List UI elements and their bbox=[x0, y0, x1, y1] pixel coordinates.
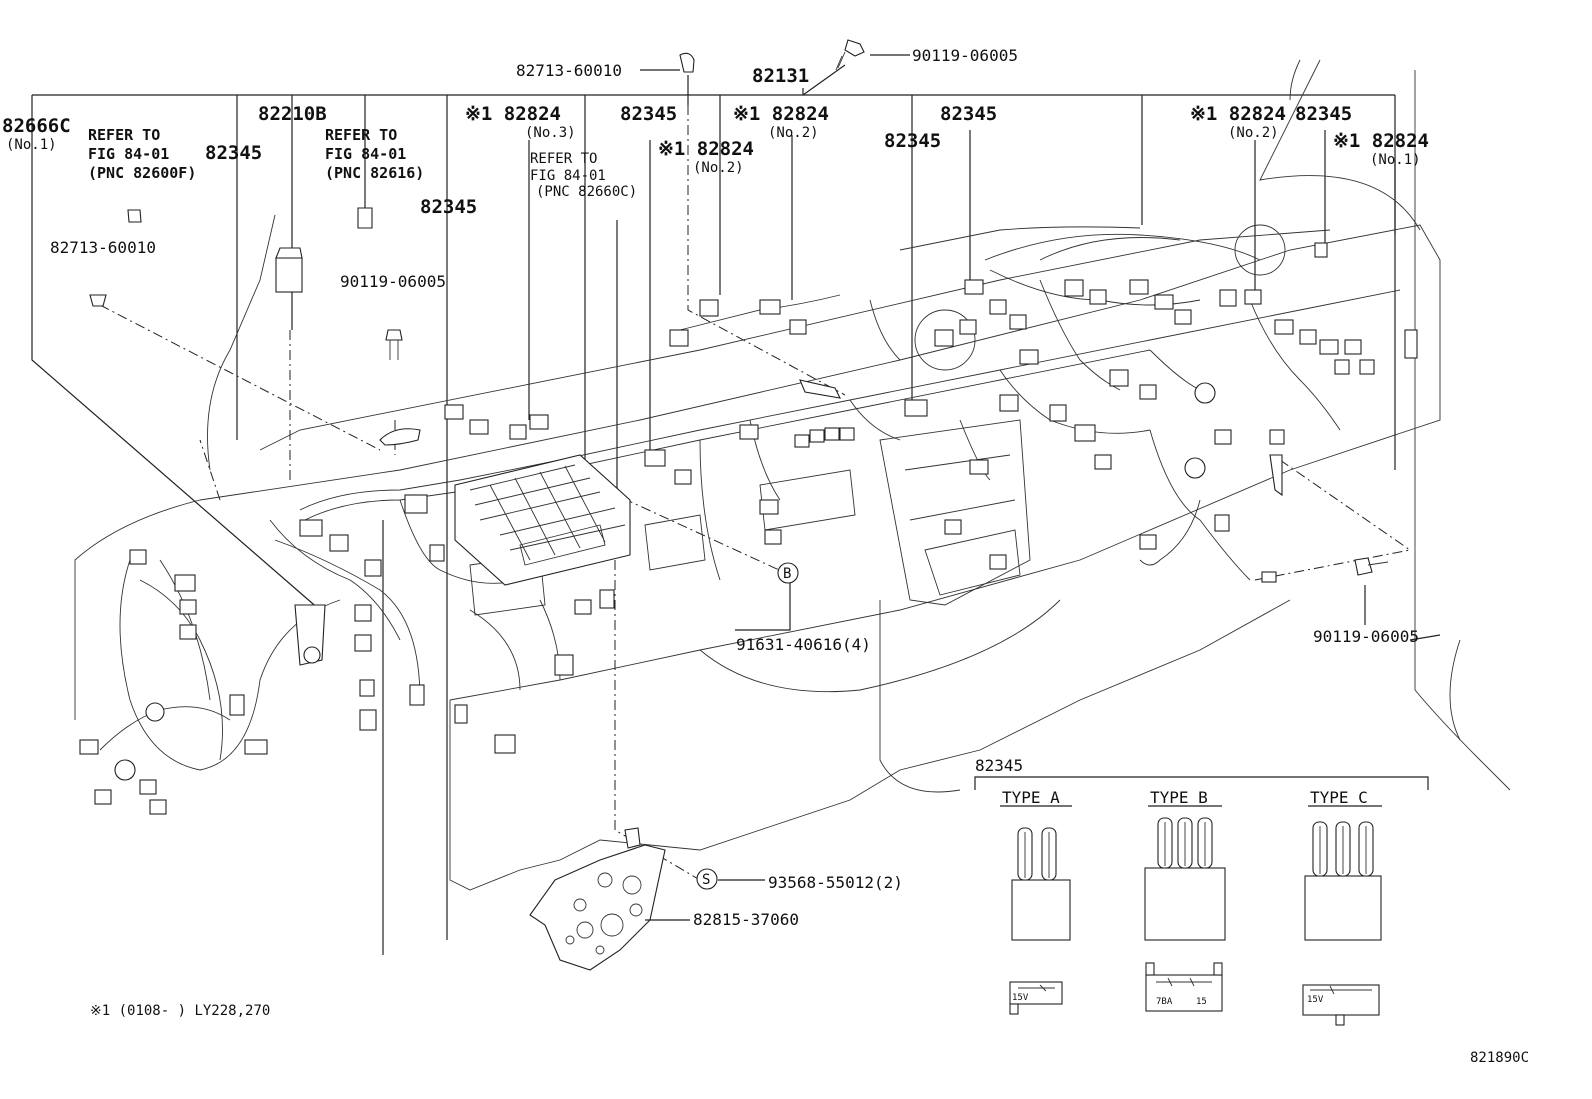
legend-title: 82345 bbox=[975, 756, 1023, 775]
label-no2b: (No.2) bbox=[693, 160, 744, 176]
label-93568: 93568-55012(2) bbox=[768, 873, 903, 892]
label-82345-d: 82345 bbox=[940, 103, 997, 125]
label-90119-left: 90119-06005 bbox=[340, 272, 446, 291]
label-no2c: (No.2) bbox=[1228, 125, 1279, 141]
label-82824-no2c: ※1 82824 bbox=[1190, 103, 1286, 125]
label-82345-b: 82345 bbox=[420, 196, 477, 218]
label-refer3-b: FIG 84-01 bbox=[530, 168, 606, 184]
label-refer1-b: FIG 84-01 bbox=[88, 145, 169, 163]
junction-block bbox=[454, 454, 631, 586]
label-no1-left: (No.1) bbox=[6, 137, 57, 153]
label-82210B: 82210B bbox=[258, 103, 327, 125]
label-refer1-a: REFER TO bbox=[88, 126, 160, 144]
fuse-type-legend: 82345 TYPE A 15V TYPE B bbox=[974, 756, 1429, 1026]
legend-type-b: TYPE B bbox=[1150, 788, 1208, 807]
type-a-fuse-icon bbox=[1011, 827, 1071, 941]
label-no1-right: (No.1) bbox=[1370, 152, 1421, 168]
label-82824-no3: ※1 82824 bbox=[465, 103, 561, 125]
type-c-rating: 15V bbox=[1307, 995, 1324, 1005]
label-refer2-c: (PNC 82616) bbox=[325, 164, 424, 182]
label-refer2-b: FIG 84-01 bbox=[325, 145, 406, 163]
label-91631: 91631-40616(4) bbox=[736, 635, 871, 654]
leader-frame bbox=[31, 54, 1396, 955]
circle-b-label: B bbox=[783, 566, 791, 582]
label-82824-no2a: ※1 82824 bbox=[733, 103, 829, 125]
bottom-leaders bbox=[645, 583, 1441, 921]
wire-harness bbox=[99, 226, 1401, 771]
connectors bbox=[79, 242, 1418, 815]
type-b-fuse-icon bbox=[1144, 817, 1226, 941]
circled-symbols: B S bbox=[696, 562, 799, 890]
label-90119-top: 90119-06005 bbox=[912, 46, 1018, 65]
label-82666C: 82666C bbox=[2, 115, 71, 137]
dash-dot-leaders bbox=[99, 105, 1411, 881]
legend-type-c: TYPE C bbox=[1310, 788, 1368, 807]
label-82345-e: 82345 bbox=[884, 130, 941, 152]
callout-labels: 82666C (No.1) REFER TO FIG 84-01 (PNC 82… bbox=[2, 46, 1529, 1066]
label-82345-c: 82345 bbox=[620, 103, 677, 125]
footnote: ※1 (0108- ) LY228,270 bbox=[90, 1003, 270, 1019]
protector-plate bbox=[529, 827, 666, 971]
type-b-symbol-icon: 7BA 15 bbox=[1145, 962, 1223, 1012]
type-c-fuse-icon bbox=[1304, 821, 1382, 941]
type-b-rating-left: 7BA bbox=[1156, 997, 1173, 1007]
figure-code: 821890C bbox=[1470, 1050, 1529, 1066]
label-82824-no1: ※1 82824 bbox=[1333, 130, 1429, 152]
label-refer2-a: REFER TO bbox=[325, 126, 397, 144]
fasteners bbox=[89, 39, 1389, 781]
circle-s-label: S bbox=[702, 872, 710, 888]
label-82345-f: 82345 bbox=[1295, 103, 1352, 125]
label-refer3-c: (PNC 82660C) bbox=[536, 184, 637, 200]
label-82824-no2b: ※1 82824 bbox=[658, 138, 754, 160]
label-refer3-a: REFER TO bbox=[530, 151, 597, 167]
label-82345-a: 82345 bbox=[205, 142, 262, 164]
label-refer1-c: (PNC 82600F) bbox=[88, 164, 196, 182]
label-no2a: (No.2) bbox=[768, 125, 819, 141]
label-82713-top: 82713-60010 bbox=[516, 61, 622, 80]
type-a-rating: 15V bbox=[1012, 993, 1029, 1003]
instrument-panel-outline bbox=[74, 59, 1511, 891]
label-82131: 82131 bbox=[752, 65, 809, 87]
legend-type-a: TYPE A bbox=[1002, 788, 1060, 807]
type-b-rating-right: 15 bbox=[1196, 997, 1207, 1007]
label-no3: (No.3) bbox=[525, 125, 576, 141]
label-82815: 82815-37060 bbox=[693, 910, 799, 929]
label-90119-right: 90119-06005 bbox=[1313, 627, 1419, 646]
type-a-symbol-icon: 15V bbox=[1009, 981, 1063, 1015]
label-82713-left: 82713-60010 bbox=[50, 238, 156, 257]
type-c-symbol-icon: 15V bbox=[1302, 984, 1380, 1026]
